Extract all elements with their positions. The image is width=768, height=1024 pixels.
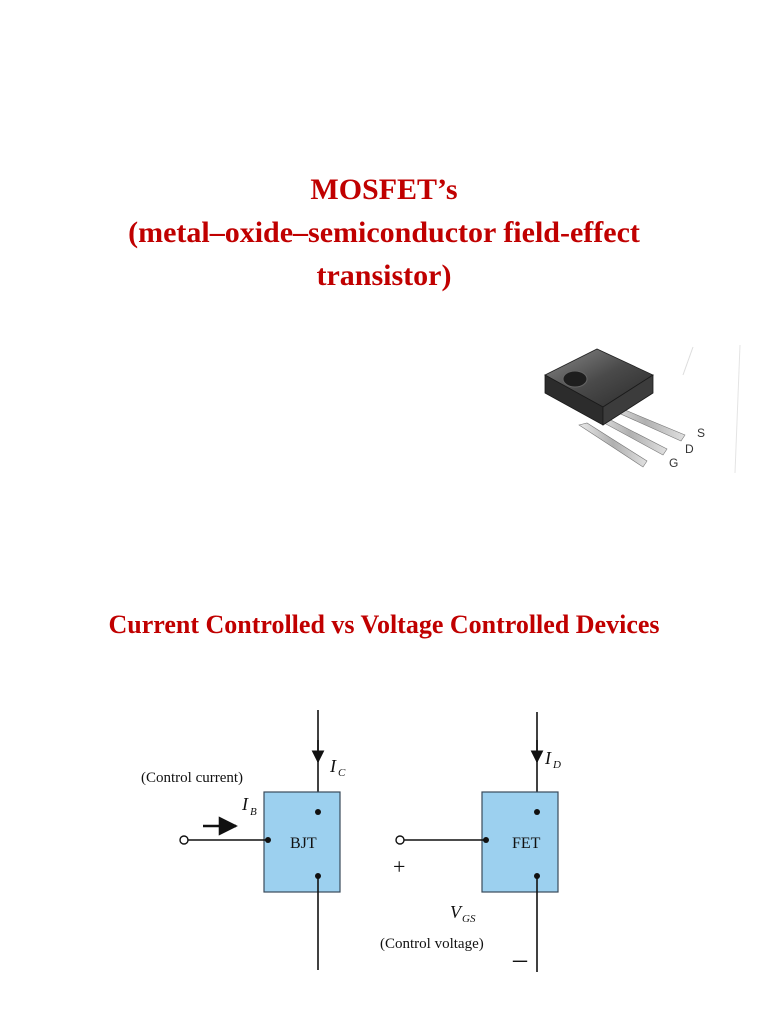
pin-label-g: G	[669, 456, 678, 470]
fet-id-sub: D	[552, 759, 561, 771]
bjt-symbol: BJT (Control current) I B I C	[141, 710, 346, 970]
page-title: MOSFET’s (metal–oxide–semiconductor fiel…	[0, 168, 768, 297]
bjt-label: BJT	[290, 835, 317, 852]
bjt-ic-sub: C	[338, 767, 346, 779]
fet-minus: –	[512, 944, 528, 975]
package-body	[544, 348, 654, 426]
fet-control-label: (Control voltage)	[380, 936, 484, 952]
bjt-ic-label: I	[329, 756, 337, 776]
package-leads	[578, 404, 686, 468]
fet-gate-terminal	[395, 835, 405, 845]
bjt-ib-label: I	[241, 794, 249, 814]
bjt-control-label: (Control current)	[141, 770, 243, 786]
bjt-fet-diagram: BJT (Control current) I B I C FET + – V …	[141, 710, 561, 975]
pin-label-s: S	[697, 426, 705, 440]
bjt-ib-sub: B	[250, 806, 257, 818]
pin-label-d: D	[685, 442, 694, 456]
fet-box	[481, 791, 559, 893]
title-line-2: (metal–oxide–semiconductor field-effect	[128, 216, 640, 249]
section-subtitle: Current Controlled vs Voltage Controlled…	[108, 610, 660, 639]
fet-symbol: FET + – V GS (Control voltage) I D	[380, 712, 561, 975]
fet-plus: +	[393, 854, 405, 879]
fet-id-label: I	[544, 748, 552, 768]
bjt-base-terminal	[179, 835, 189, 845]
title-line-3: transistor)	[316, 259, 452, 292]
title-line-1: MOSFET’s	[310, 173, 458, 206]
fet-vgs-label: V	[450, 902, 463, 922]
bjt-box	[263, 791, 341, 893]
mosfet-package-image: S D G	[544, 344, 741, 474]
fet-vgs-sub: GS	[462, 913, 476, 925]
fet-label: FET	[512, 835, 541, 852]
